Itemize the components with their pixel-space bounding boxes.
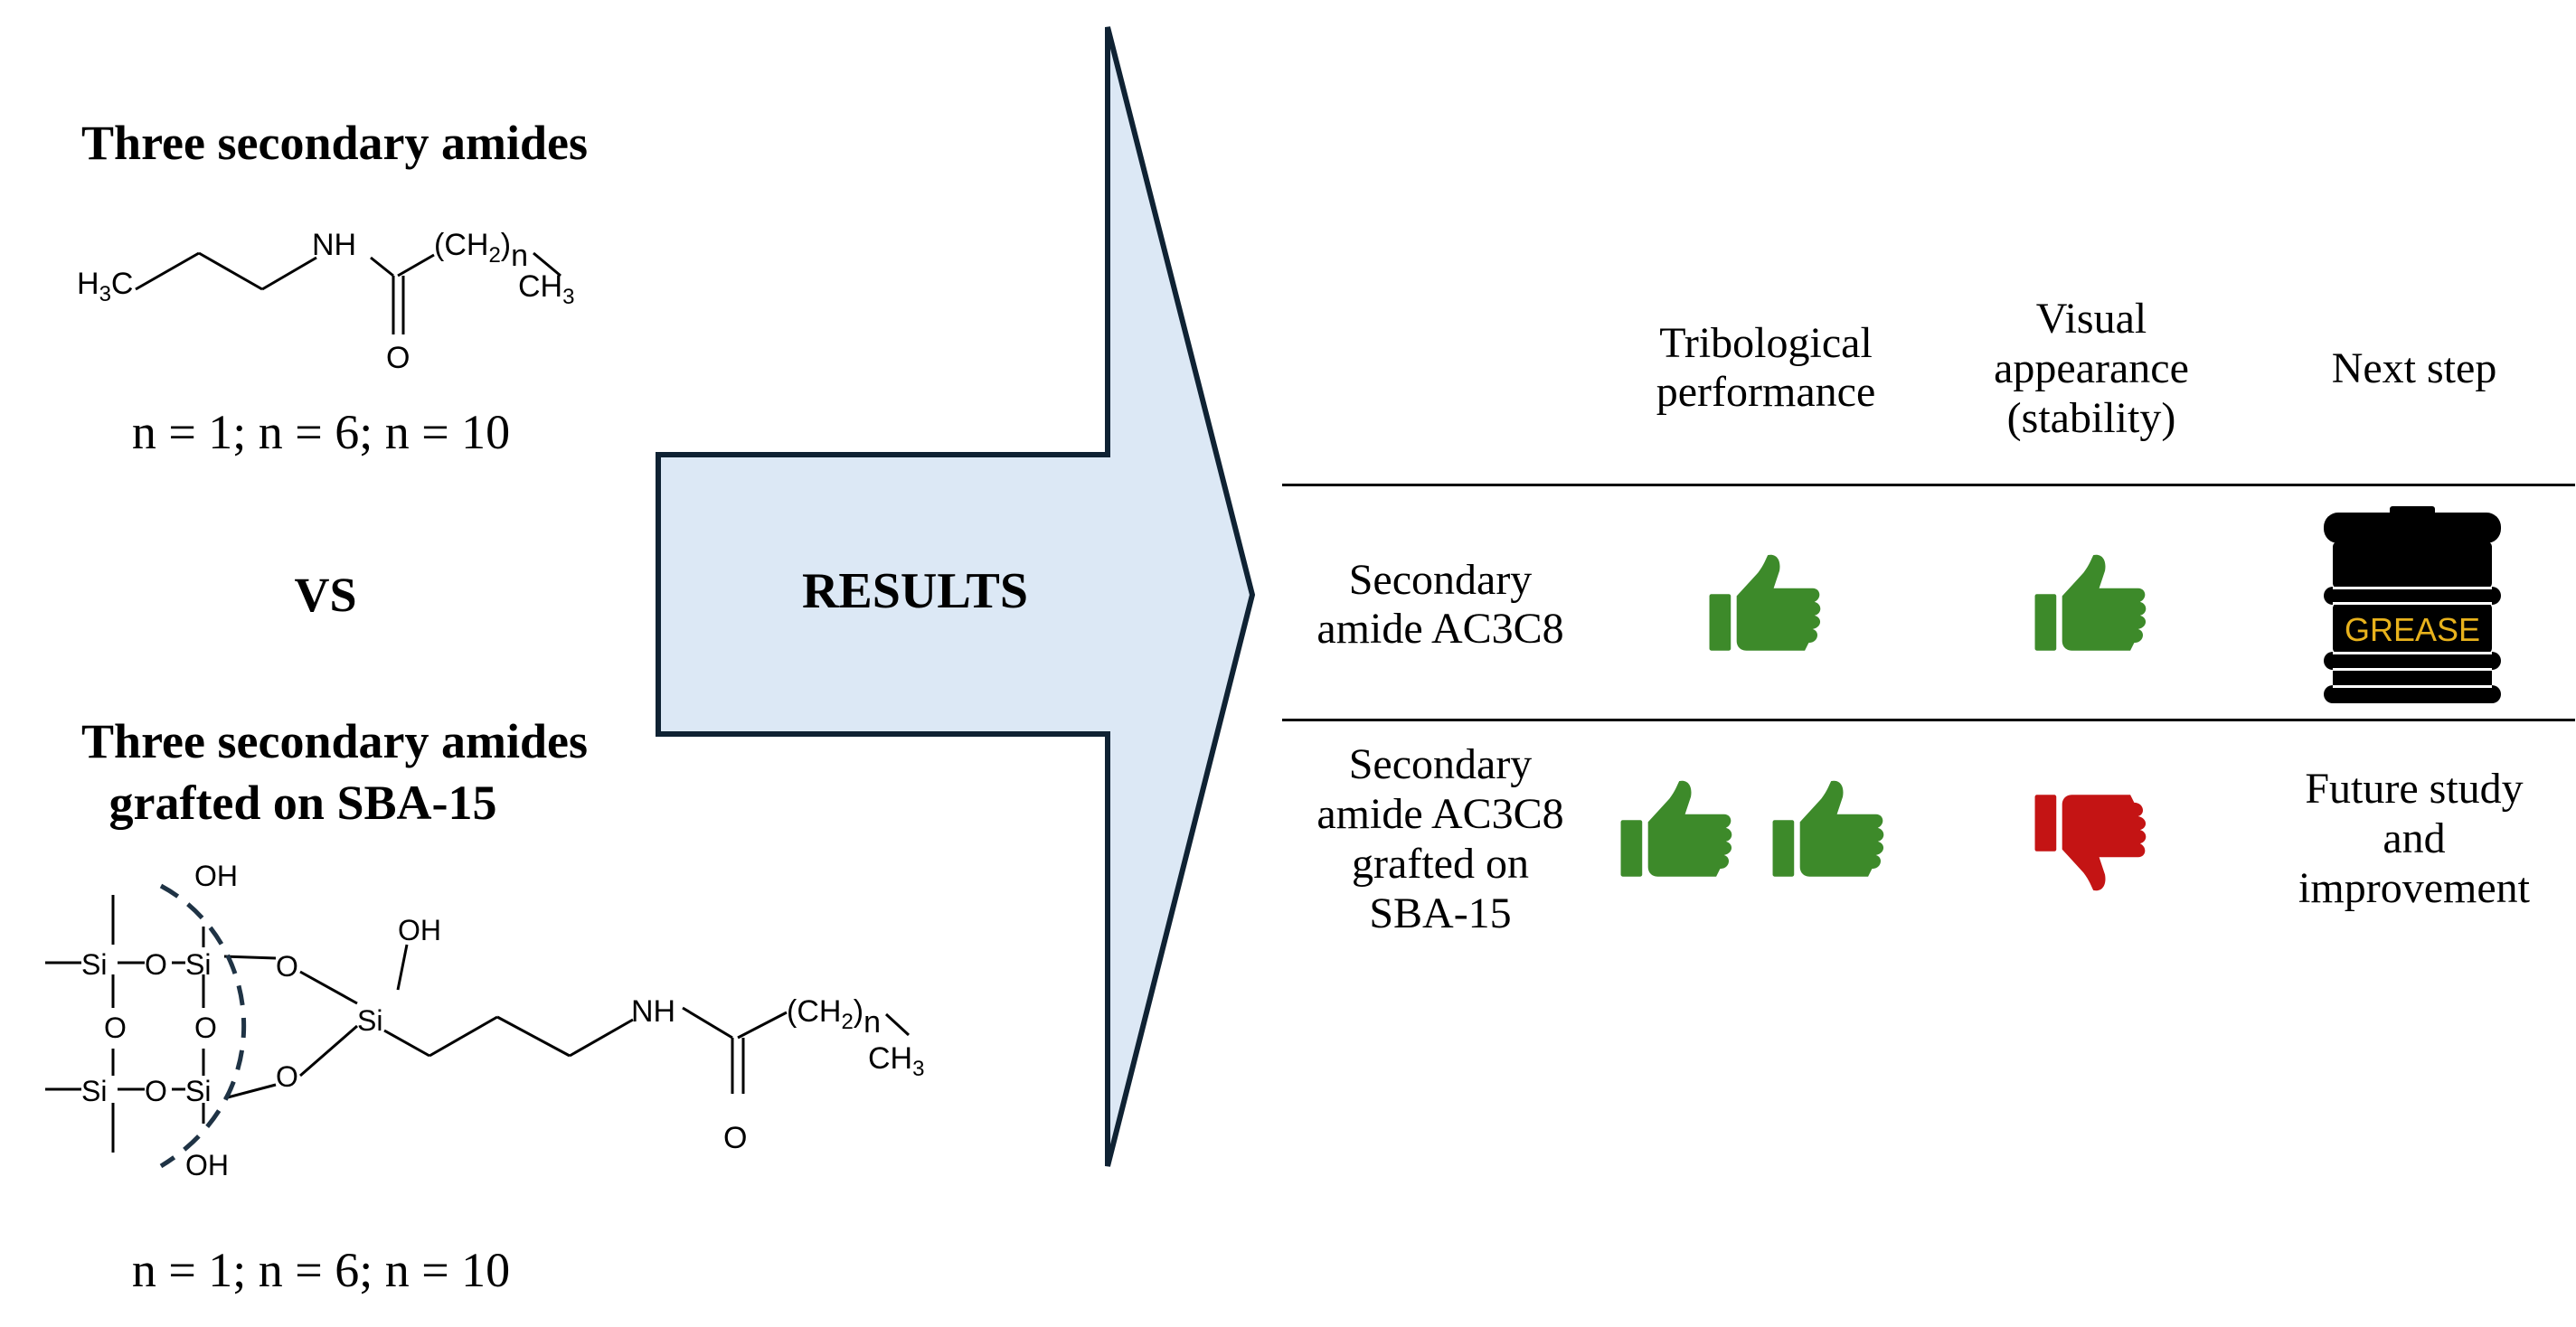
- table-divider-middle: [1282, 719, 2575, 721]
- heading-top: Three secondary amides: [81, 116, 588, 170]
- grease-barrel-icon: GREASE: [2324, 506, 2501, 703]
- col-header-next-step: Next step: [2331, 344, 2497, 392]
- n-values-bottom: n = 1; n = 6; n = 10: [131, 1243, 511, 1297]
- svg-text:OH: OH: [185, 1149, 229, 1181]
- barrel-label: GREASE: [2345, 611, 2480, 648]
- svg-text:OH: OH: [194, 860, 238, 892]
- row2-label-line1: Secondary: [1348, 740, 1533, 788]
- svg-text:(CH2)n: (CH2)n: [787, 994, 881, 1040]
- svg-text:Si: Si: [81, 948, 107, 981]
- heading-bottom-line1: Three secondary amides: [81, 714, 588, 768]
- thumbs-up-icon: [1620, 780, 1732, 877]
- svg-text:NH: NH: [312, 228, 356, 262]
- svg-text:Si: Si: [81, 1075, 107, 1107]
- svg-text:NH: NH: [631, 994, 675, 1029]
- thumbs-down-icon: [2034, 795, 2147, 891]
- svg-text:OH: OH: [398, 914, 441, 946]
- col-header-tribological-line1: Tribological: [1659, 319, 1873, 367]
- svg-text:O: O: [145, 948, 167, 981]
- svg-text:H3C: H3C: [77, 267, 133, 306]
- col-header-visual-line1: Visual: [2035, 295, 2147, 343]
- amide-structure-top: H3C NH (CH2)n CH3 O: [77, 228, 574, 375]
- row2-label-line4: SBA-15: [1369, 889, 1512, 937]
- row2-label-line2: amide AC3C8: [1316, 790, 1564, 838]
- thumbs-up-icon: [2034, 554, 2147, 651]
- col-header-visual-line3: (stability): [2006, 394, 2176, 442]
- svg-text:CH3: CH3: [518, 269, 574, 309]
- heading-bottom-line2: grafted on SBA-15: [109, 776, 497, 830]
- svg-text:O: O: [145, 1075, 167, 1107]
- next-step-line3: improvement: [2298, 864, 2530, 912]
- svg-text:O: O: [194, 1012, 217, 1044]
- thumbs-up-icon: [1709, 554, 1821, 651]
- svg-text:O: O: [276, 950, 298, 983]
- vs-label: VS: [294, 568, 357, 622]
- n-values-top: n = 1; n = 6; n = 10: [131, 405, 511, 459]
- row1-label-line1: Secondary: [1348, 556, 1533, 604]
- svg-text:O: O: [104, 1012, 127, 1044]
- svg-text:(CH2)n: (CH2)n: [434, 228, 528, 273]
- svg-text:Si: Si: [185, 1075, 211, 1107]
- svg-text:O: O: [386, 341, 410, 375]
- next-step-line2: and: [2383, 814, 2446, 862]
- thumbs-up-icon: [1772, 780, 1884, 877]
- svg-text:O: O: [723, 1121, 747, 1155]
- svg-text:CH3: CH3: [868, 1041, 924, 1081]
- results-label: RESULTS: [801, 563, 1029, 619]
- col-header-tribological-line2: performance: [1656, 368, 1876, 416]
- col-header-visual-line2: appearance: [1994, 344, 2189, 392]
- grafted-structure: OH Si O Si O OH O O Si Si O Si O OH NH (…: [45, 860, 924, 1181]
- svg-text:Si: Si: [185, 948, 211, 981]
- row1-label-line2: amide AC3C8: [1316, 605, 1564, 653]
- row2-label-line3: grafted on: [1352, 840, 1529, 888]
- svg-text:O: O: [276, 1060, 298, 1093]
- next-step-line1: Future study: [2305, 765, 2524, 813]
- table-divider-top: [1282, 484, 2575, 486]
- svg-text:Si: Si: [357, 1004, 382, 1037]
